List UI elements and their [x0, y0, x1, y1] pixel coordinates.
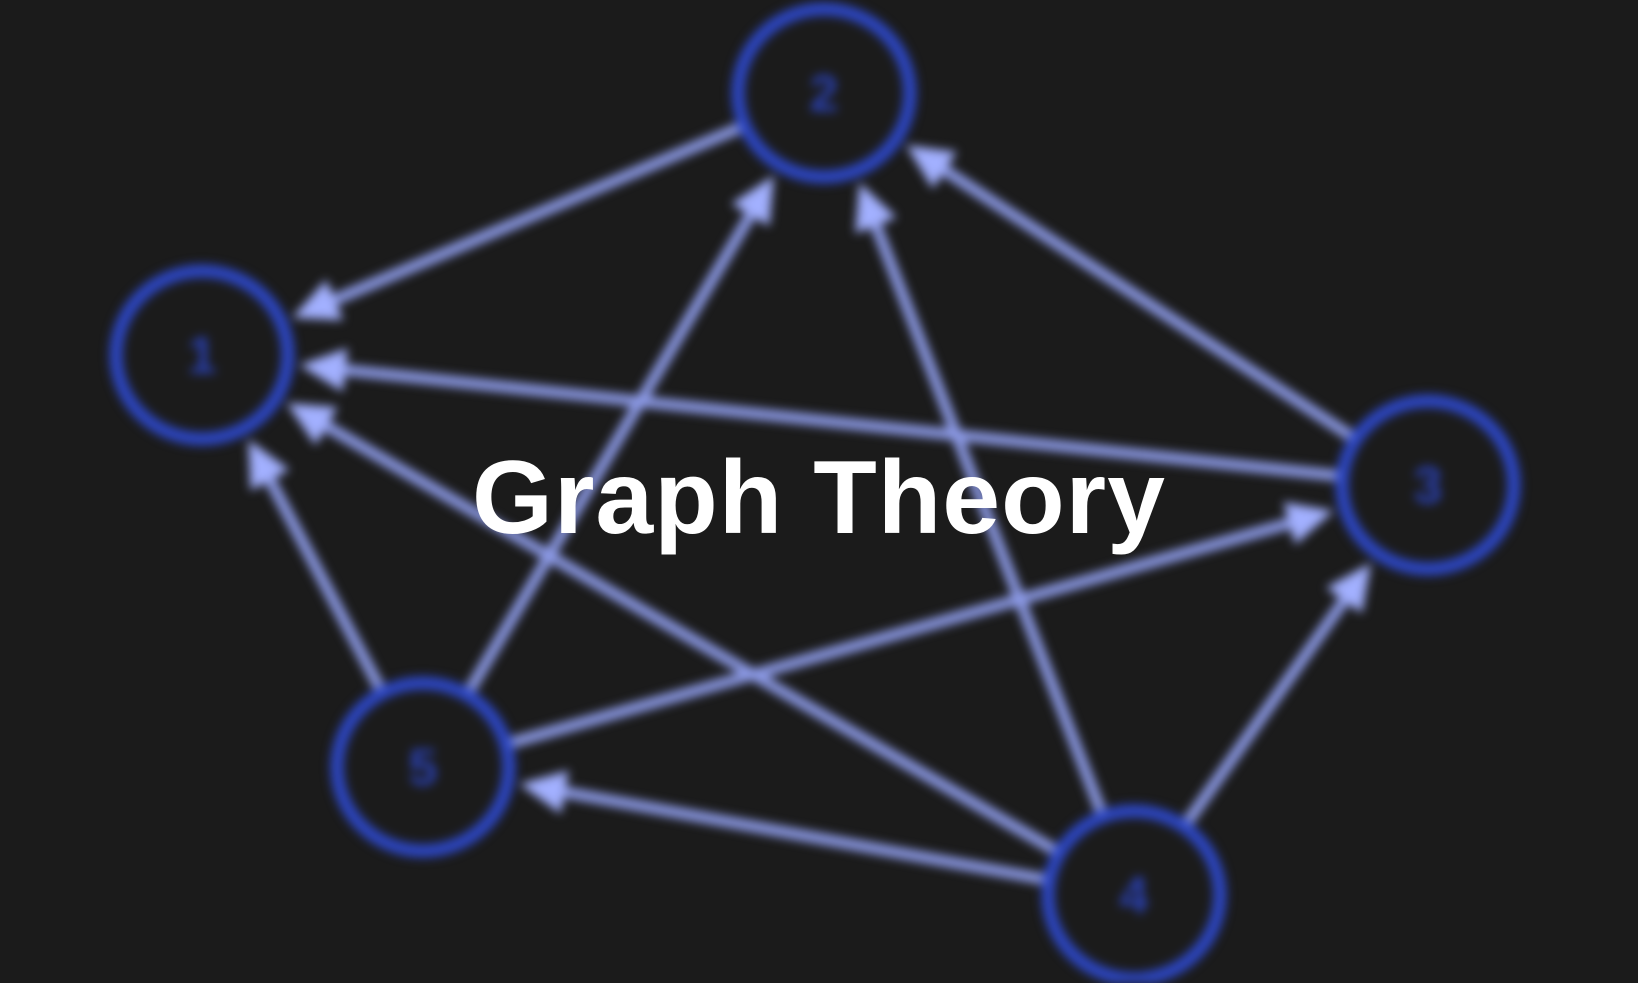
edge-4-to-5 — [519, 770, 1051, 885]
node-5: 5 — [330, 676, 516, 858]
arrowhead-icon — [855, 182, 897, 234]
node-label: 2 — [810, 65, 839, 123]
arrowhead-icon — [519, 770, 569, 814]
arrowhead-icon — [731, 175, 774, 227]
edge-3-to-2 — [906, 145, 1359, 443]
arrowhead-icon — [286, 403, 338, 446]
arrowhead-icon — [292, 279, 344, 321]
edge-4-to-2 — [855, 182, 1108, 819]
edge-line — [315, 417, 1062, 857]
node-circle — [1335, 394, 1521, 576]
edge-line — [553, 785, 1051, 885]
edge-line — [323, 121, 747, 308]
edge-4-to-1 — [286, 403, 1062, 857]
edge-3-to-1 — [299, 348, 1345, 482]
node-circle — [330, 676, 516, 858]
edge-5-to-1 — [248, 439, 386, 695]
node-1: 1 — [109, 264, 295, 446]
node-label: 4 — [1120, 867, 1149, 925]
node-circle — [1041, 804, 1227, 983]
edge-5-to-2 — [463, 175, 774, 697]
edge-line — [463, 204, 759, 697]
node-2: 2 — [731, 2, 917, 184]
edge-line — [504, 516, 1301, 749]
arrowhead-icon — [248, 439, 290, 491]
node-3: 3 — [1335, 394, 1521, 576]
edge-2-to-1 — [292, 121, 747, 321]
node-circle — [731, 2, 917, 184]
node-4: 4 — [1041, 804, 1227, 983]
edge-line — [1180, 590, 1354, 829]
edge-line — [261, 469, 386, 695]
arrowhead-icon — [1283, 502, 1334, 545]
edges-layer — [248, 121, 1371, 885]
edge-5-to-3 — [504, 502, 1334, 749]
edge-line — [868, 214, 1108, 819]
edge-line — [934, 161, 1359, 443]
node-label: 5 — [409, 739, 438, 797]
arrowhead-icon — [1326, 563, 1371, 614]
node-circle — [109, 264, 295, 446]
arrowhead-icon — [299, 348, 348, 392]
page-title: Graph Theory — [472, 440, 1166, 556]
edge-4-to-3 — [1180, 563, 1371, 829]
edge-line — [333, 363, 1345, 482]
node-label: 1 — [188, 327, 217, 385]
nodes-layer: 1 2 3 4 5 — [109, 2, 1521, 983]
arrowhead-icon — [906, 145, 957, 189]
node-label: 3 — [1414, 457, 1443, 515]
